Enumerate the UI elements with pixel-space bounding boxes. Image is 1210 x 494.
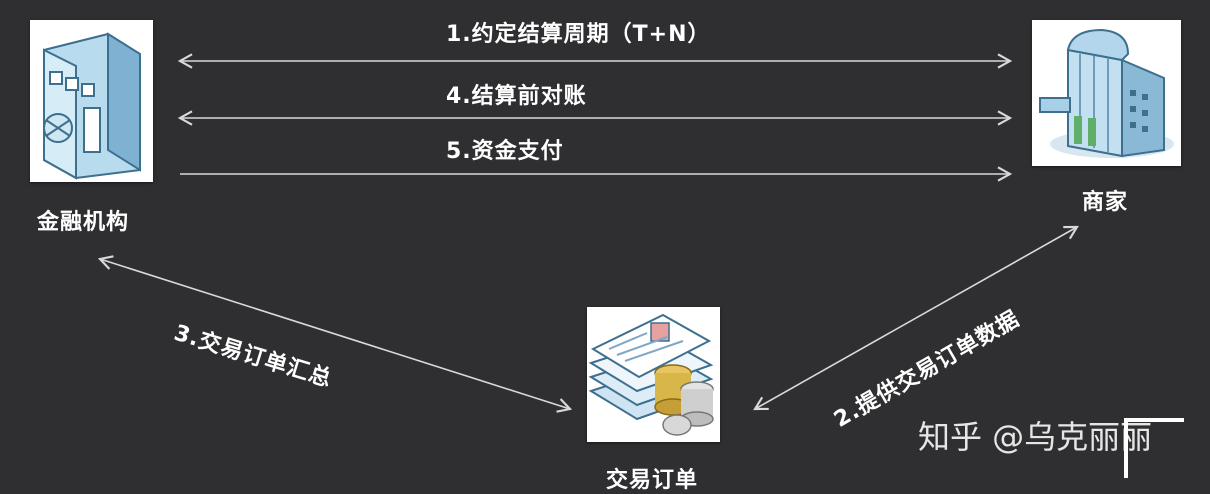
office-building-icon	[1039, 28, 1174, 158]
financial-institution-label: 金融机构	[37, 210, 130, 235]
merchant-node	[1032, 20, 1181, 166]
merchant-label: 商家	[1082, 190, 1129, 215]
arrow-order-summary	[97, 255, 573, 413]
edge-label-reconciliation: 4.结算前对账	[446, 84, 587, 109]
transaction-order-node	[587, 307, 720, 442]
watermark-text: 知乎 @乌克丽丽	[918, 418, 1153, 456]
arrow-order-data	[753, 225, 1079, 411]
edge-label-fund-payment: 5.资金支付	[446, 139, 564, 164]
edge-label-settlement-cycle: 1.约定结算周期（T+N）	[446, 22, 711, 47]
arrows-layer	[97, 53, 1079, 413]
documents-coins-icon	[588, 313, 714, 436]
bank-building-icon	[43, 32, 141, 180]
financial-institution-node	[30, 20, 153, 182]
corner-logo-mark	[1124, 418, 1184, 478]
